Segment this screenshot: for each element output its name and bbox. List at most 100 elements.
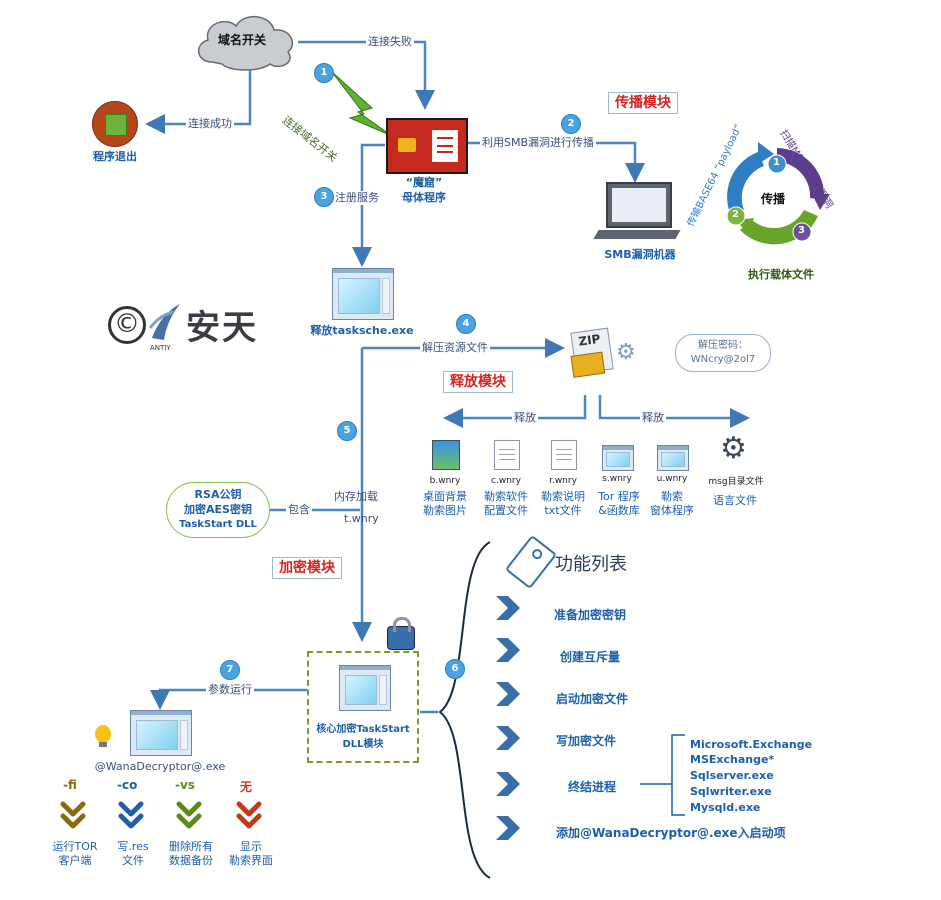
- file-desc2-3: txt文件: [544, 504, 582, 517]
- param-desc1-3: 删除所有: [169, 840, 213, 853]
- lightning-icon: [331, 71, 393, 137]
- file-name-5: u.wnry: [656, 474, 688, 484]
- file-desc1-1: 桌面背景: [423, 490, 467, 503]
- key-line3: TaskStart DLL: [179, 519, 257, 530]
- twnry-label: t.wnry: [344, 512, 379, 525]
- document-icon: [432, 130, 458, 162]
- edge-connect-fail: [298, 40, 435, 110]
- function-item-3: 启动加密文件: [556, 692, 629, 706]
- logo-sub: ANTIY: [150, 344, 171, 352]
- mother-program-icon: [386, 118, 468, 174]
- function-item-4: 写加密文件: [556, 734, 617, 748]
- file-name-2: c.wnry: [491, 476, 521, 486]
- process-2: MSExchange*: [690, 753, 775, 766]
- smb-machine-label: SMB漏洞机器: [604, 248, 676, 261]
- padlock-icon: [387, 617, 415, 650]
- keyboard-icon: [593, 230, 681, 239]
- password-line1: 解压密码：: [698, 340, 748, 351]
- param-chevrons: [60, 801, 262, 829]
- param-flag-3: -vs: [175, 778, 195, 792]
- spread-cycle: [726, 142, 830, 245]
- antiy-logo-icon: [148, 304, 180, 340]
- core-dll-box: 核心加密TaskStart DLL模块: [307, 651, 419, 763]
- edge-param-run: [150, 688, 307, 710]
- label-connect-fail: 连接失败: [366, 35, 414, 49]
- program-exit-label: 程序退出: [93, 150, 137, 163]
- param-desc2-3: 数据备份: [169, 854, 213, 867]
- zip-icon: ZIP: [570, 327, 614, 378]
- file-desc1-6: 语言文件: [713, 494, 757, 507]
- param-desc1-4: 显示: [240, 840, 262, 853]
- lightbulb-icon: [95, 725, 111, 747]
- label-in-memory-load: 内存加载: [334, 490, 378, 503]
- label-register-service: 注册服务: [333, 191, 381, 205]
- label-extract-resources: 解压资源文件: [420, 341, 490, 355]
- password-line2: WNcry@2ol7: [690, 354, 756, 365]
- core-line1: 核心加密TaskStart: [316, 724, 410, 735]
- step-2: 2: [561, 114, 581, 134]
- cycle-center: 传播: [761, 192, 786, 206]
- copyright-icon: ©: [108, 306, 146, 344]
- param-desc2-2: 文件: [122, 854, 144, 867]
- function-item-6: 添加@WanaDecryptor@.exe入启动项: [556, 826, 786, 840]
- step-5: 5: [337, 421, 357, 441]
- key-box: RSA公钥 加密AES密钥 TaskStart DLL: [166, 482, 270, 538]
- step-4: 4: [456, 314, 476, 334]
- step-6: 6: [445, 659, 465, 679]
- cycle-n2: 2: [732, 209, 739, 220]
- cloud-label: 域名开关: [218, 33, 267, 47]
- config-file-icon: [494, 440, 520, 470]
- process-brace: [671, 734, 685, 816]
- edge-release-left: [443, 395, 587, 428]
- function-chevrons: [496, 596, 520, 840]
- label-param-run: 参数运行: [206, 683, 254, 697]
- logo-brand: 安天: [186, 308, 258, 348]
- zip-label: ZIP: [577, 331, 602, 349]
- cycle-bottom: 执行载体文件: [748, 268, 814, 281]
- param-desc1-2: 写.res: [117, 840, 149, 853]
- function-item-2: 创建互斥量: [560, 650, 621, 664]
- image-file-icon: [432, 440, 460, 470]
- file-name-1: b.wnry: [429, 476, 461, 486]
- param-desc2-1: 客户端: [58, 854, 92, 867]
- ui-window-icon: [657, 445, 689, 471]
- core-line2: DLL模块: [342, 739, 384, 750]
- cycle-n3: 3: [798, 225, 805, 236]
- param-desc1-1: 运行TOR: [52, 840, 98, 853]
- exit-icon: [92, 101, 138, 147]
- file-desc2-4: &函数库: [598, 504, 640, 517]
- file-desc2-1: 勒索图片: [423, 504, 467, 517]
- gear-icon: ⚙: [616, 340, 636, 365]
- step-3: 3: [314, 187, 334, 207]
- function-item-1: 准备加密密钥: [554, 608, 627, 622]
- param-flag-4: 无: [240, 780, 253, 794]
- cycle-n1: 1: [773, 157, 780, 168]
- decryptor-label: @WanaDecryptor@.exe: [94, 760, 226, 773]
- function-brace: [438, 541, 491, 879]
- tasksche-label: 释放tasksche.exe: [310, 324, 414, 337]
- edge-register-service: [352, 143, 385, 267]
- module-encrypt-tag: 加密模块: [272, 557, 342, 579]
- file-name-6: msg目录文件: [708, 477, 764, 487]
- module-spread-tag: 传播模块: [608, 92, 678, 114]
- text-file-icon: [551, 440, 577, 470]
- decryptor-window-icon: [130, 710, 192, 756]
- function-list-title: 功能列表: [555, 554, 627, 575]
- process-4: Sqlwriter.exe: [690, 785, 772, 798]
- step-7: 7: [220, 660, 240, 680]
- tasksche-window-icon: [332, 268, 394, 320]
- password-bubble: 解压密码： WNcry@2ol7: [675, 334, 771, 372]
- label-release-right: 释放: [640, 411, 666, 425]
- cloud-icon: [198, 16, 294, 71]
- file-desc1-2: 勒索软件: [484, 490, 528, 503]
- file-desc2-2: 配置文件: [484, 504, 528, 517]
- label-connect-success: 连接成功: [186, 117, 234, 131]
- key-line1: RSA公钥: [194, 488, 242, 501]
- file-desc1-5: 勒索: [661, 490, 683, 503]
- smb-machine-icon: [606, 182, 672, 228]
- key-line2: 加密AES密钥: [184, 503, 252, 516]
- label-contains: 包含: [286, 503, 312, 517]
- core-window-icon: [339, 665, 391, 711]
- param-flag-1: -fi: [63, 778, 77, 792]
- edge-connect-success: [145, 58, 252, 134]
